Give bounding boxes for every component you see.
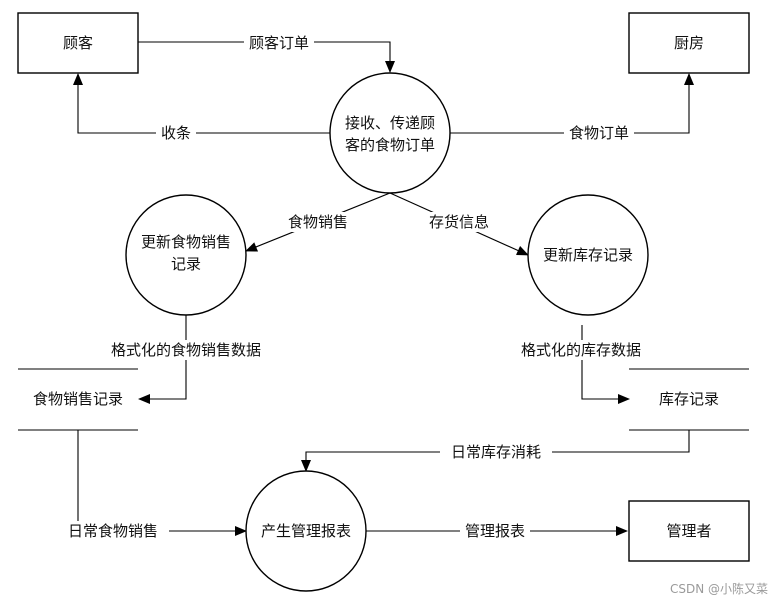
flow-line-food-order	[450, 73, 694, 134]
flow-label-receipt: 收条	[161, 124, 191, 142]
entity-customer: 顾客	[17, 12, 139, 74]
process-update-stock: 更新库存记录	[527, 194, 649, 316]
process-update-stock-label: 更新库存记录	[543, 246, 633, 264]
entity-manager: 管理者	[628, 500, 750, 562]
store-sales-record-label: 食物销售记录	[33, 390, 123, 408]
entity-customer-label: 顾客	[63, 34, 93, 52]
flow-label-food-order: 食物订单	[569, 124, 629, 142]
entity-kitchen: 厨房	[628, 12, 750, 74]
process-receive-order-line1: 接收、传递顾	[345, 114, 435, 132]
entity-kitchen-label: 厨房	[674, 34, 704, 52]
process-update-sales-line1: 更新食物销售	[141, 233, 231, 251]
store-sales-record: 食物销售记录	[18, 368, 138, 431]
flow-line-formatted-stock	[581, 325, 630, 404]
flow-label-daily-food-sales: 日常食物销售	[68, 522, 158, 540]
process-receive-order-line2: 客的食物订单	[345, 136, 435, 154]
flow-label-stock-info: 存货信息	[429, 213, 489, 231]
flow-labels: 顾客订单 收条 食物订单 食物销售 存货信息 格式化的食物销售数据 格式化的库存…	[57, 33, 652, 541]
process-update-sales: 更新食物销售 记录	[125, 194, 247, 316]
store-stock-record-label: 库存记录	[659, 390, 719, 408]
process-make-report-label: 产生管理报表	[261, 522, 351, 540]
flow-line-daily-food-sales	[77, 430, 247, 536]
entity-manager-label: 管理者	[666, 522, 711, 540]
flow-label-food-sales: 食物销售	[288, 213, 348, 231]
flow-label-formatted-sales: 格式化的食物销售数据	[111, 341, 261, 359]
flow-label-customer-order: 顾客订单	[249, 34, 309, 52]
flow-label-daily-stock-use: 日常库存消耗	[451, 443, 541, 461]
flow-label-report: 管理报表	[465, 522, 525, 540]
process-receive-order: 接收、传递顾 客的食物订单	[329, 72, 451, 194]
flow-line-receipt	[73, 73, 330, 134]
flow-line-customer-order	[138, 41, 395, 73]
flow-label-formatted-stock: 格式化的库存数据	[521, 341, 641, 359]
process-update-sales-line2: 记录	[171, 255, 201, 273]
store-stock-record: 库存记录	[629, 368, 749, 431]
watermark: CSDN @小陈又菜	[670, 581, 768, 596]
process-make-report: 产生管理报表	[245, 470, 367, 592]
